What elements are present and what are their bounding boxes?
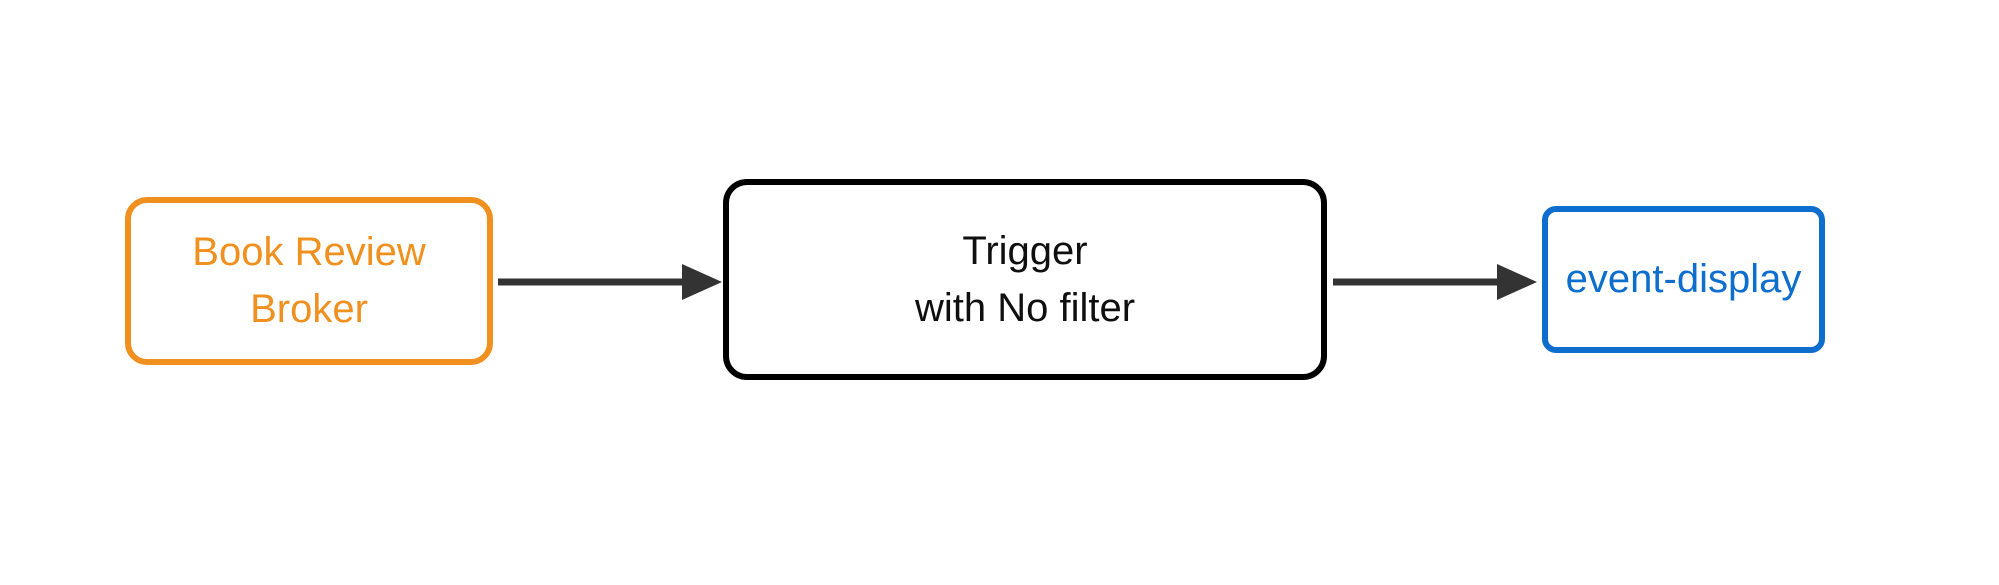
arrow-trigger-to-sink-icon — [1333, 264, 1537, 300]
node-broker-label: Book Review Broker — [192, 230, 426, 331]
node-trigger-label: Trigger with No filter — [914, 228, 1136, 330]
node-book-review-broker[interactable]: Book Review Broker — [125, 197, 493, 365]
node-sink-label: event-display — [1565, 257, 1802, 302]
edge-trigger-to-sink — [1328, 262, 1544, 302]
node-trigger-with-no-filter[interactable]: Trigger with No filter — [723, 179, 1327, 380]
arrow-broker-to-trigger-icon — [498, 264, 722, 300]
edge-broker-to-trigger — [493, 262, 729, 302]
node-event-display[interactable]: event-display — [1542, 206, 1825, 353]
